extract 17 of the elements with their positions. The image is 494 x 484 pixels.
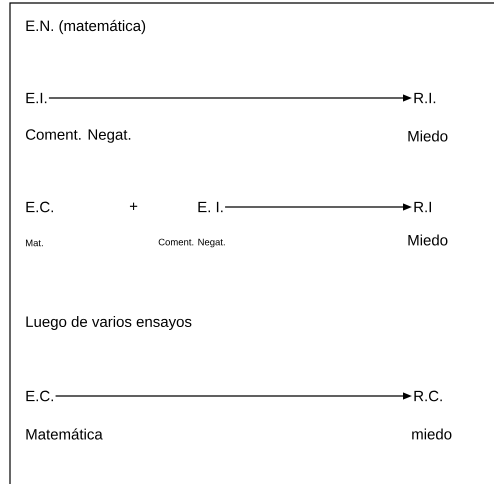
term-caption: Mat. bbox=[26, 240, 43, 246]
term-caption: miedo bbox=[412, 428, 452, 440]
text-label: E.N. (matemática) bbox=[26, 20, 146, 34]
term-label: R.I bbox=[414, 202, 431, 212]
text-label: + bbox=[130, 202, 138, 210]
term-caption: Miedo bbox=[408, 130, 448, 142]
term-label: E. I. bbox=[198, 202, 222, 212]
term-label: E.C. bbox=[26, 202, 53, 212]
term-caption: Miedo bbox=[408, 234, 448, 246]
term-label: E.C. bbox=[26, 390, 53, 402]
text-label: Luego de varios ensayos bbox=[26, 316, 192, 330]
term-caption: Coment. Negat. bbox=[26, 129, 130, 143]
term-caption: Coment. Negat. bbox=[158, 238, 225, 248]
term-label: R.C. bbox=[414, 390, 442, 402]
term-label: R.I. bbox=[414, 92, 436, 104]
term-label: E.I. bbox=[26, 92, 46, 104]
term-caption: Matemática bbox=[26, 428, 103, 440]
